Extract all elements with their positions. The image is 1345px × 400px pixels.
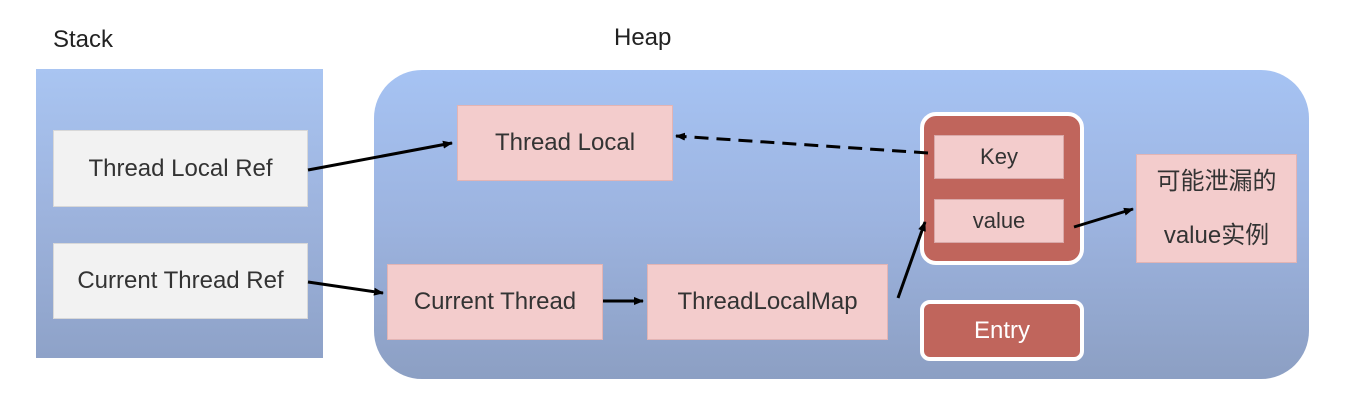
arrow-threadlocalref-to-threadlocal — [307, 140, 453, 172]
thread-local-node: Thread Local — [457, 105, 673, 181]
thread-local-ref-node: Thread Local Ref — [53, 130, 308, 207]
leaked-value-line2: value实例 — [1163, 221, 1270, 249]
arrow-key-to-threadlocal-weak — [675, 132, 929, 155]
arrow-currentthreadref-to-currentthread — [307, 280, 384, 296]
entry-label-node: Entry — [920, 300, 1084, 361]
arrow-value-to-leaked — [1073, 207, 1134, 229]
leaked-value-node: 可能泄漏的 value实例 — [1136, 154, 1297, 263]
heap-title: Heap — [614, 24, 672, 51]
entry-value-node: value — [934, 199, 1064, 243]
leaked-value-line1: 可能泄漏的 — [1156, 167, 1277, 195]
entry-group: Key value — [920, 112, 1084, 265]
current-thread-node: Current Thread — [387, 264, 603, 340]
stack-title: Stack — [53, 26, 114, 53]
entry-key-node: Key — [934, 135, 1064, 179]
thread-local-map-node: ThreadLocalMap — [647, 264, 888, 340]
arrow-map-to-value — [896, 221, 927, 299]
current-thread-ref-node: Current Thread Ref — [53, 243, 308, 319]
